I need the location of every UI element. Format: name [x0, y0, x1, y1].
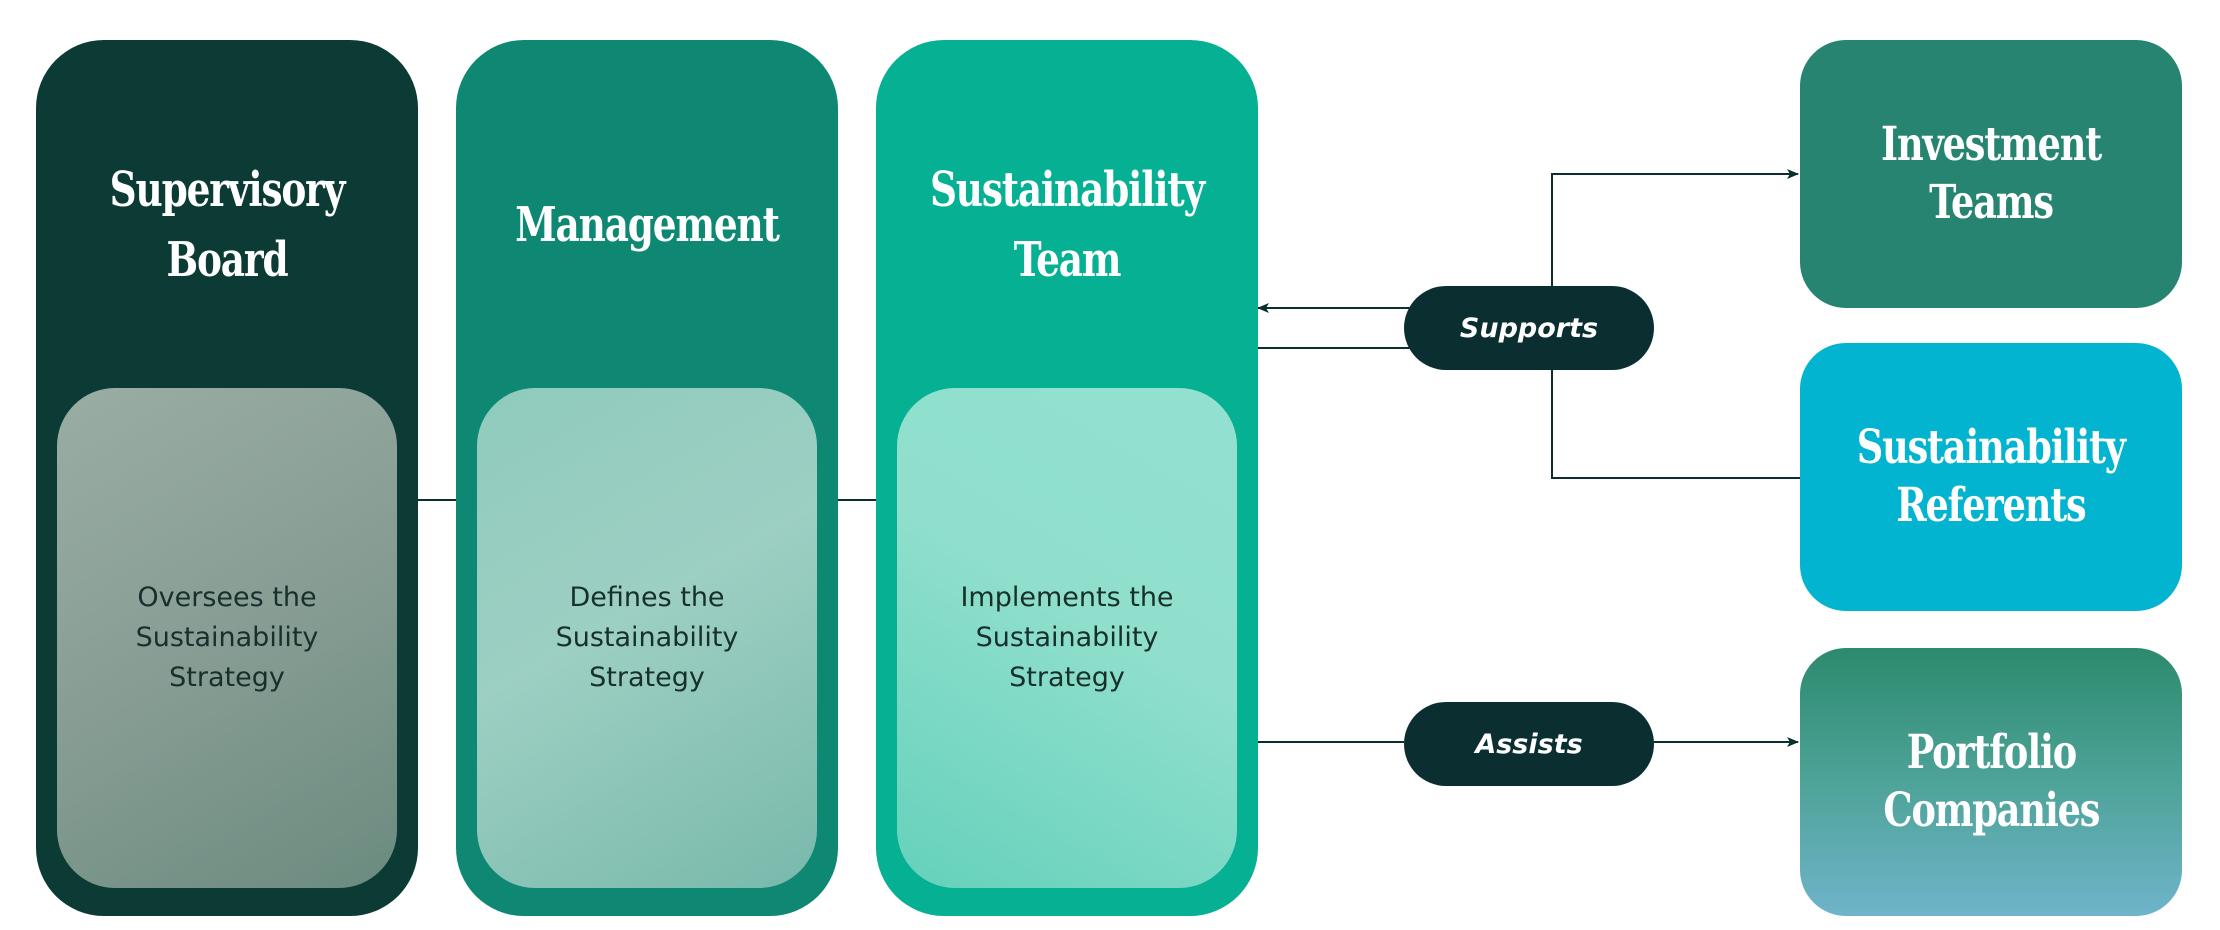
- investment-teams-box: Investment Teams: [1800, 40, 2182, 308]
- management-title: Management: [515, 197, 780, 253]
- sustainability-referents-title: Sustainability Referents: [1856, 420, 2126, 533]
- supports-label: Supports: [1404, 286, 1654, 370]
- portfolio-companies-title: Portfolio Companies: [1883, 725, 2100, 838]
- management-column: Management Defines the Sustainability St…: [456, 40, 838, 916]
- supervisory-board-column: Supervisory Board Oversees the Sustainab…: [36, 40, 418, 916]
- sustainability-team-role-text: Implements the Sustainability Strategy: [960, 582, 1174, 693]
- supports-to-investment-arrow: [1551, 169, 1799, 286]
- supports-to-referents-line: [1551, 370, 1800, 479]
- portfolio-companies-box: Portfolio Companies: [1800, 648, 2182, 916]
- sustainability-team-column: Sustainability Team Implements the Susta…: [876, 40, 1258, 916]
- assists-label: Assists: [1404, 702, 1654, 786]
- supervisory-board-title: Supervisory Board: [109, 162, 346, 288]
- sustainability-team-title: Sustainability Team: [929, 162, 1205, 288]
- supervisory-board-role-card: Oversees the Sustainability Strategy: [57, 388, 397, 888]
- investment-teams-title: Investment Teams: [1880, 117, 2102, 230]
- sustainability-referents-box: Sustainability Referents: [1800, 343, 2182, 611]
- management-role-card: Defines the Sustainability Strategy: [477, 388, 817, 888]
- management-role-text: Defines the Sustainability Strategy: [555, 582, 739, 693]
- supervisory-board-role-text: Oversees the Sustainability Strategy: [135, 582, 319, 693]
- sustainability-team-role-card: Implements the Sustainability Strategy: [897, 388, 1237, 888]
